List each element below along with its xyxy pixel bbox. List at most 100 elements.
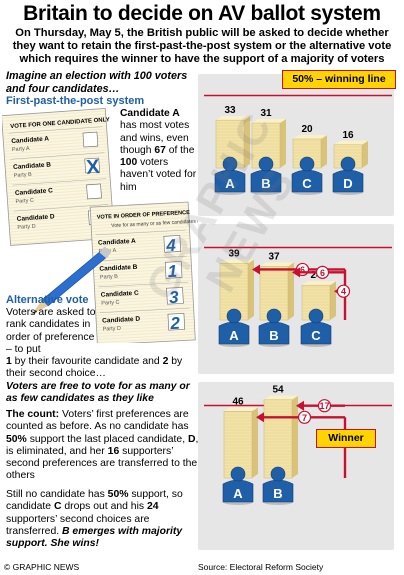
chart-2: 39 37 24A B C 6 6 4 [204, 246, 392, 347]
count-t1: Voters’ first preferences are counted as… [6, 409, 189, 433]
voter-figure: C [300, 308, 332, 347]
av-explanation-2: 1 by their favourite candidate and 2 by … [6, 356, 196, 381]
fptp-num2: 100 [120, 157, 138, 169]
candidate-letter: C [311, 328, 321, 343]
transfer-count: 17 [319, 401, 329, 411]
chart-3: 46 54A B 717 [204, 385, 392, 505]
transfer-count: 6 [320, 268, 325, 278]
bar-value: 39 [228, 248, 240, 259]
av-heading: Alternative vote [6, 294, 89, 306]
fptp-explanation: Candidate A has most votes and wins, eve… [120, 108, 200, 194]
fptp-body2: of the [168, 144, 195, 156]
imagine-text: Imagine an election with 100 voters and … [6, 70, 188, 95]
ballot1-candidate: Candidate D [17, 213, 56, 223]
ballot2-party: Party D [102, 326, 121, 333]
ballot1-candidate: Candidate B [13, 161, 52, 171]
av-one: 1 [6, 356, 12, 367]
voter-figure: A [222, 466, 254, 505]
voter-figure: D [332, 156, 364, 195]
count-n16: 16 [107, 445, 120, 457]
bar: 24 [301, 270, 336, 321]
still-t1: Still no candidate has [6, 489, 105, 500]
ballot2-sub: Vote for as many or as few candidates as… [111, 217, 198, 229]
av-text3: by their second choice… [6, 356, 183, 380]
pencil-icon [32, 246, 112, 314]
still-t3: drops out and his [64, 501, 145, 513]
bar: 33 [215, 105, 250, 169]
bar-value: 16 [342, 130, 354, 141]
ballot1-party: Party A [12, 146, 30, 153]
still-pct: 50% [107, 489, 129, 500]
ballot2-mark: 4 [165, 236, 177, 256]
ballot2-candidate: Candidate D [102, 316, 141, 325]
ballot1-mark: X [86, 156, 102, 179]
page-title: Britain to decide on AV ballot system [23, 2, 381, 25]
ballot2-mark: 2 [169, 314, 181, 334]
still-wins: B emerges with majority support. She win… [6, 525, 183, 550]
ballot-papers: VOTE FOR ONE CANDIDATE ONLY Candidate AP… [2, 108, 198, 343]
ballot1-party: Party D [17, 224, 36, 231]
ballot1-candidate: Candidate A [11, 135, 49, 145]
footer-source: Source: Electoral Reform Society [198, 562, 324, 572]
still-t4: supporters’ second choices are transferr… [6, 513, 150, 537]
transfer-count: 6 [300, 265, 305, 275]
bar-value: 46 [232, 396, 244, 407]
ballot1-party: Party C [15, 198, 34, 205]
bar-value: 54 [272, 385, 284, 396]
ballot2-party: Party B [100, 274, 119, 281]
ballot2-sub-line: Vote for as many or as few candidates as… [111, 217, 198, 229]
bar-value: 33 [224, 105, 236, 116]
candidate-letter: B [273, 486, 282, 501]
bar: 54 [263, 385, 298, 479]
voter-figure: B [250, 156, 282, 195]
av-text: Voters are asked to rank candidates in o… [6, 307, 96, 355]
still-text: Still no candidate has 50% support, so c… [6, 489, 200, 550]
fptp-body1: has most votes and wins, even though [120, 120, 190, 156]
bar: 46 [223, 396, 258, 479]
intro-text: On Thursday, May 5, the British public w… [12, 27, 392, 65]
ballot1-party: Party B [14, 172, 33, 179]
bar: 37 [259, 251, 294, 321]
voter-figure: B [262, 466, 294, 505]
still-c: C [53, 501, 62, 513]
count-d: D [187, 433, 196, 445]
transfer-arrows: 6 6 4 [252, 262, 351, 320]
candidate-letter: A [225, 176, 235, 191]
ballot2-mark: 3 [169, 288, 180, 307]
still-t2: support, so candidate [6, 489, 183, 513]
count-t2: support the last placed candidate, [29, 433, 186, 445]
count-text: The count: Voters’ first preferences are… [6, 409, 200, 483]
candidate-letter: A [229, 328, 239, 343]
candidate-letter: B [261, 176, 270, 191]
candidate-letter: A [233, 486, 243, 501]
ballot2-candidate: Candidate A [98, 238, 136, 247]
count-t3: , is eliminated, and her [6, 433, 199, 457]
transfer-count: 4 [341, 287, 346, 297]
av-two: 2 [162, 356, 169, 367]
winner-label: Winner [316, 429, 376, 448]
fptp-lead: Candidate A [120, 108, 180, 119]
count-lead: The count: [6, 409, 60, 420]
bar-value: 24 [310, 270, 322, 281]
ballot1-candidate: Candidate C [15, 187, 54, 197]
voter-figure: A [214, 156, 246, 195]
transfer-arrows: 717 [256, 399, 347, 478]
count-t4: supporters’ second preferences are trans… [6, 445, 198, 482]
ballot2-party: Party C [101, 300, 120, 307]
fptp-heading: First-past-the-post system [6, 95, 145, 107]
bar-value: 37 [268, 251, 280, 262]
candidate-letter: B [269, 328, 278, 343]
footer: © GRAPHIC NEWS Source: Electoral Reform … [4, 562, 400, 572]
ballot2-header: VOTE IN ORDER OF PREFERENCE [97, 210, 191, 221]
av-text2: by their favourite candidate and [14, 356, 160, 367]
still-n24: 24 [146, 501, 159, 513]
